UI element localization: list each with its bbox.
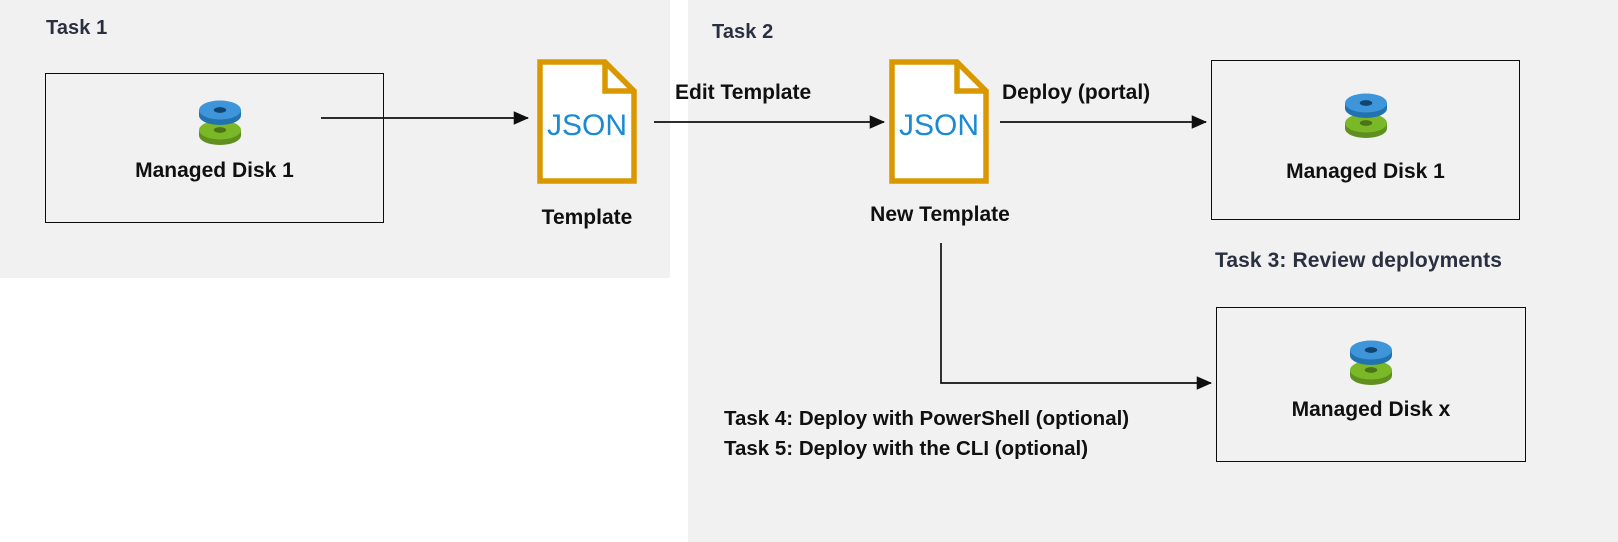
managed-disk-icon — [1335, 83, 1397, 145]
new-template-label: New Template — [870, 203, 1010, 226]
managed-disk-1-label: Managed Disk 1 — [135, 159, 294, 182]
managed-disk-icon — [1340, 330, 1402, 392]
managed-disk-x-box — [1216, 307, 1526, 462]
task3-heading: Task 3: Review deployments — [1215, 249, 1502, 272]
task4-note: Task 4: Deploy with PowerShell (optional… — [724, 407, 1130, 430]
json-document-icon: JSON — [537, 59, 637, 184]
edit-template-label: Edit Template — [675, 81, 812, 104]
managed-disk-1-box-task3 — [1211, 60, 1520, 220]
task1-heading: Task 1 — [46, 17, 108, 39]
optional-tasks-note: Task 4: Deploy with PowerShell (optional… — [724, 404, 1129, 463]
task5-note: Task 5: Deploy with the CLI (optional) — [724, 436, 1089, 460]
managed-disk-x-label: Managed Disk x — [1291, 398, 1451, 421]
json-label: JSON — [899, 109, 979, 142]
managed-disk-icon — [189, 90, 251, 152]
deploy-portal-label: Deploy (portal) — [1002, 81, 1151, 104]
task2-heading: Task 2 — [712, 21, 774, 43]
managed-disk-1-box-task1 — [45, 73, 384, 223]
template-label: Template — [541, 206, 633, 229]
managed-disk-1-label: Managed Disk 1 — [1286, 160, 1445, 183]
json-label: JSON — [547, 109, 627, 142]
json-document-icon: JSON — [889, 59, 989, 184]
